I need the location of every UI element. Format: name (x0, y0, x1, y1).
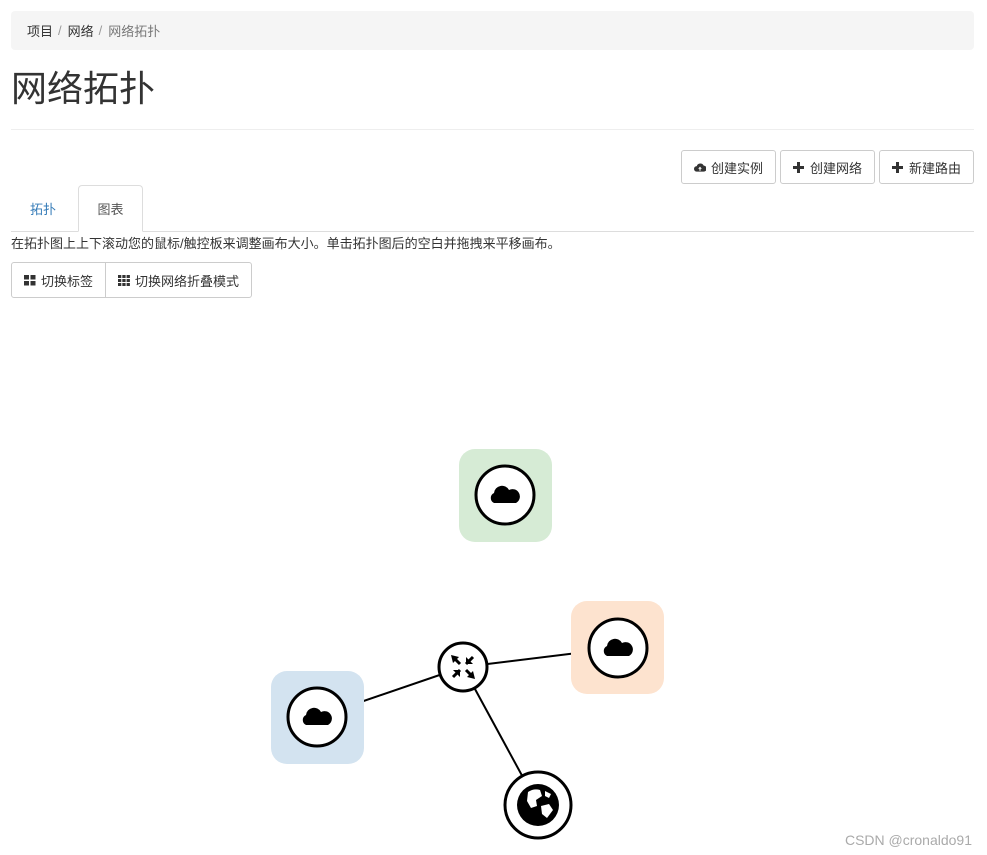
network-node-orange[interactable] (571, 601, 664, 694)
toggle-collapse-button[interactable]: 切换网络折叠模式 (105, 262, 253, 298)
grid-3x3-icon (118, 274, 130, 286)
breadcrumb-item-network[interactable]: 网络 (67, 24, 94, 39)
toggle-labels-label: 切换标签 (41, 273, 94, 289)
router-arrows-icon (451, 655, 475, 679)
create-instance-label: 创建实例 (710, 160, 763, 176)
plus-icon (892, 161, 904, 173)
create-network-button[interactable]: 创建网络 (779, 150, 875, 184)
cloud-upload-icon (694, 161, 706, 173)
tab-topology[interactable]: 拓扑 (29, 201, 56, 217)
topology-canvas[interactable] (0, 300, 987, 855)
breadcrumb-separator: / (98, 23, 103, 38)
page-title: 网络拓扑 (11, 68, 156, 109)
action-toolbar: 创建实例 创建网络 新建路由 (680, 150, 974, 184)
breadcrumb-item-project[interactable]: 项目 (27, 24, 54, 39)
watermark: CSDN @cronaldo91 (844, 832, 972, 848)
help-text: 在拓扑图上上下滚动您的鼠标/触控板来调整画布大小。单击拓扑图后的空白并拖拽来平移… (11, 236, 561, 251)
create-network-label: 创建网络 (809, 160, 862, 176)
plus-icon (793, 161, 805, 173)
toggle-labels-button[interactable]: 切换标签 (11, 262, 107, 298)
network-node-blue[interactable] (271, 671, 364, 764)
title-divider (11, 129, 974, 130)
create-instance-button[interactable]: 创建实例 (680, 150, 776, 184)
create-router-button[interactable]: 新建路由 (878, 150, 974, 184)
external-network-node[interactable] (503, 770, 573, 840)
router-node[interactable] (437, 641, 489, 693)
globe-icon (527, 789, 553, 818)
breadcrumb: 项目 / 网络 / 网络拓扑 (11, 11, 974, 50)
tab-graph[interactable]: 图表 (78, 185, 143, 232)
breadcrumb-separator: / (58, 23, 62, 38)
network-node-green[interactable] (459, 449, 552, 542)
create-router-label: 新建路由 (908, 160, 961, 176)
breadcrumb-item-topology: 网络拓扑 (108, 24, 161, 39)
grid-2x2-icon (24, 274, 36, 286)
toggle-button-group: 切换标签 切换网络折叠模式 (11, 262, 253, 298)
tab-bar: 拓扑 图表 (11, 185, 974, 232)
toggle-collapse-label: 切换网络折叠模式 (135, 273, 240, 289)
